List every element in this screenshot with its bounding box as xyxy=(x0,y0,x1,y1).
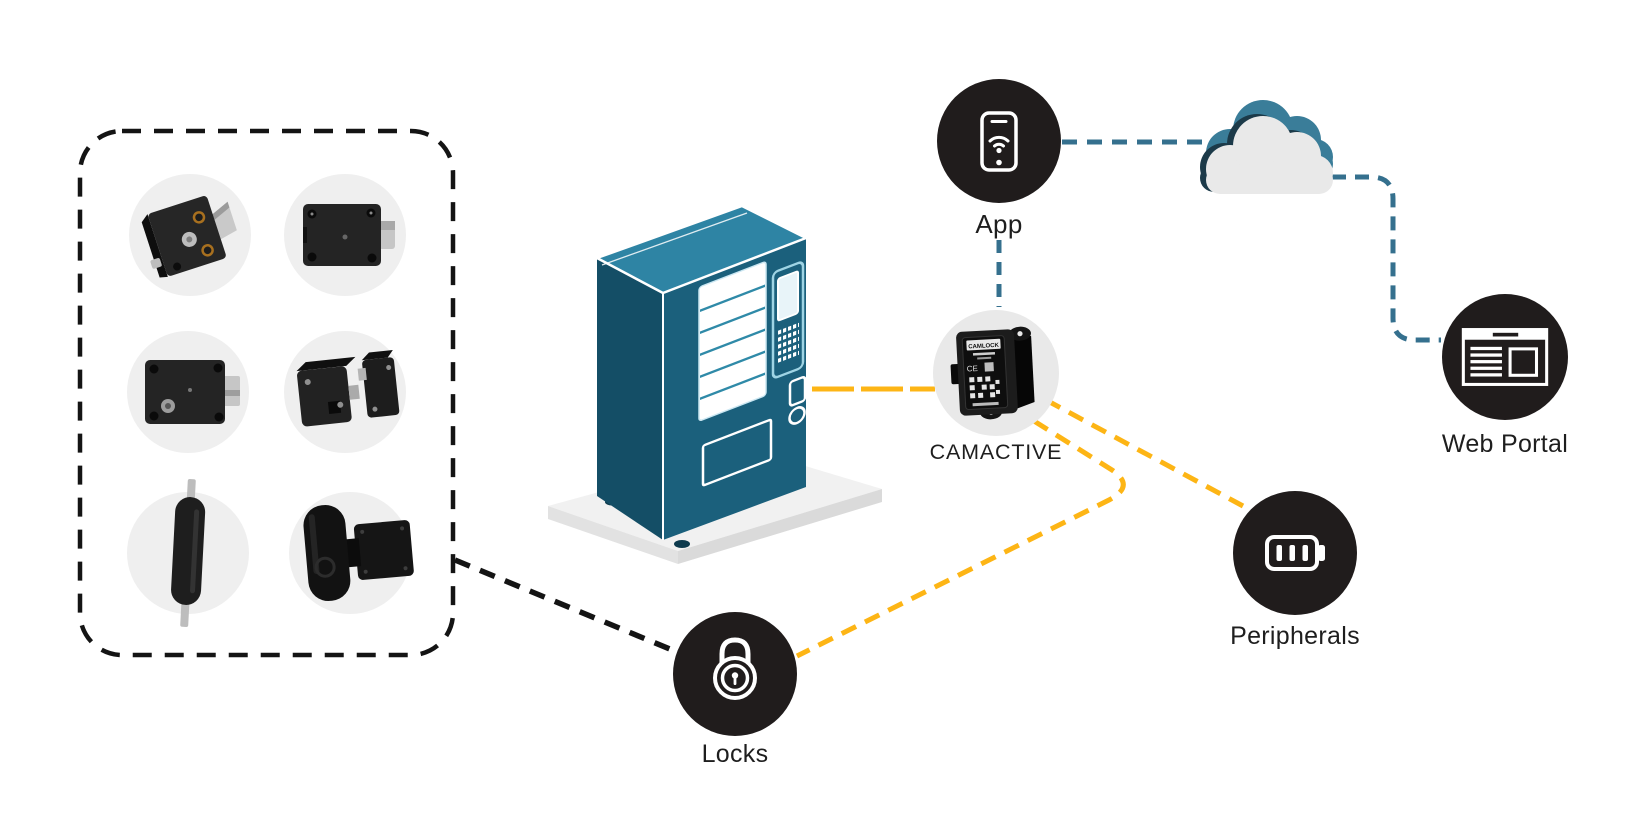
device-qr-code xyxy=(969,376,1001,399)
camactive-peripherals-link xyxy=(1044,397,1245,509)
vending-machine xyxy=(548,204,882,564)
battery-icon xyxy=(1265,535,1325,571)
vending-machine-front xyxy=(698,261,807,487)
gateway-device-photo: CAMLOCK CE xyxy=(950,326,1035,420)
padlock-icon xyxy=(713,637,757,700)
svg-text:CE: CE xyxy=(967,364,979,374)
camactive-locks-link xyxy=(795,418,1126,659)
camactive-label: CAMACTIVE xyxy=(929,440,1063,464)
vending-keypad-panel xyxy=(771,261,805,379)
peripherals-node xyxy=(1233,491,1357,615)
cloud-icon xyxy=(1200,100,1333,194)
vending-bill-slot xyxy=(788,375,807,407)
peripherals-label: Peripherals xyxy=(1230,622,1360,650)
lock-product-latch-side xyxy=(145,360,240,424)
cloud-webportal-link xyxy=(1332,174,1441,343)
vending-coin-return xyxy=(788,406,806,425)
vending-screen xyxy=(777,270,799,322)
lockpanel-locks-link xyxy=(453,557,679,655)
locks-node xyxy=(673,612,797,736)
browser-window-icon xyxy=(1461,328,1549,386)
locks-label: Locks xyxy=(701,740,769,768)
smartphone-wifi-icon xyxy=(980,111,1018,172)
vending-dispenser-tray xyxy=(701,418,773,487)
device-brand-label: CAMLOCK xyxy=(968,343,1000,351)
camactive-node: CAMLOCK CE xyxy=(933,310,1059,436)
webportal-node xyxy=(1442,294,1568,420)
lock-product-slim-handle xyxy=(171,478,206,628)
lock-panel-border xyxy=(77,128,456,658)
lock-product-two-piece xyxy=(296,349,400,427)
lock-panel xyxy=(77,128,456,658)
lock-product-cam-lock-angled xyxy=(141,196,237,278)
app-label: App xyxy=(975,209,1023,239)
lock-product-swinghandle xyxy=(303,505,414,601)
lock-product-latch-right xyxy=(303,204,395,266)
webportal-label: Web Portal xyxy=(1441,430,1569,458)
app-node xyxy=(937,79,1061,203)
vending-keypad-grid xyxy=(778,322,799,363)
